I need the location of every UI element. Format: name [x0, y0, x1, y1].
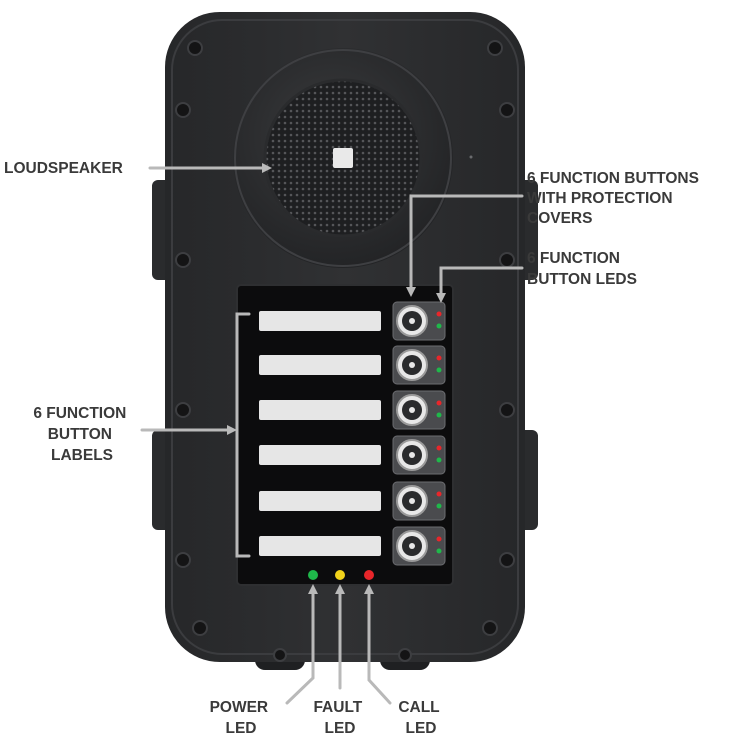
function-button-4[interactable]	[392, 435, 446, 475]
function-led-green	[436, 367, 442, 373]
function-led-green	[436, 457, 442, 463]
function-button-6[interactable]	[392, 526, 446, 566]
function-led-red	[436, 491, 442, 497]
function-button-labels	[259, 311, 381, 556]
fault-led	[335, 570, 345, 580]
status-leds	[308, 570, 374, 580]
function-led-green	[436, 548, 442, 554]
camera-lens	[333, 148, 353, 168]
function-labels-label: 6 FUNCTION BUTTON LABELS	[33, 405, 130, 464]
function-led-red	[436, 536, 442, 542]
function-button-2[interactable]	[392, 345, 446, 385]
function-button-5[interactable]	[392, 481, 446, 521]
function-label-3	[259, 400, 381, 420]
function-led-green	[436, 412, 442, 418]
function-leds-label: 6 FUNCTION BUTTON LEDS	[527, 250, 637, 288]
function-buttons[interactable]	[392, 301, 446, 566]
function-label-4	[259, 445, 381, 465]
function-led-green	[436, 323, 442, 329]
function-led-red	[436, 445, 442, 451]
power-led	[308, 570, 318, 580]
fault-led-label: FAULT LED	[313, 699, 366, 737]
function-label-5	[259, 491, 381, 511]
power-led-label: POWER LED	[210, 699, 273, 737]
call-led	[364, 570, 374, 580]
leader-lines	[140, 163, 524, 705]
function-led-red	[436, 311, 442, 317]
function-led-red	[436, 355, 442, 361]
function-led-green	[436, 503, 442, 509]
function-buttons-label: 6 FUNCTION BUTTONS WITH PROTECTION COVER…	[527, 170, 703, 227]
call-led-label: CALL LED	[398, 699, 443, 737]
loudspeaker	[233, 48, 473, 268]
function-label-6	[259, 536, 381, 556]
loudspeaker-label: LOUDSPEAKER	[4, 160, 123, 177]
microphone-hole	[469, 155, 473, 159]
function-label-2	[259, 355, 381, 375]
function-button-3[interactable]	[392, 390, 446, 430]
function-label-1	[259, 311, 381, 331]
function-button-1[interactable]	[392, 301, 446, 341]
function-led-red	[436, 400, 442, 406]
